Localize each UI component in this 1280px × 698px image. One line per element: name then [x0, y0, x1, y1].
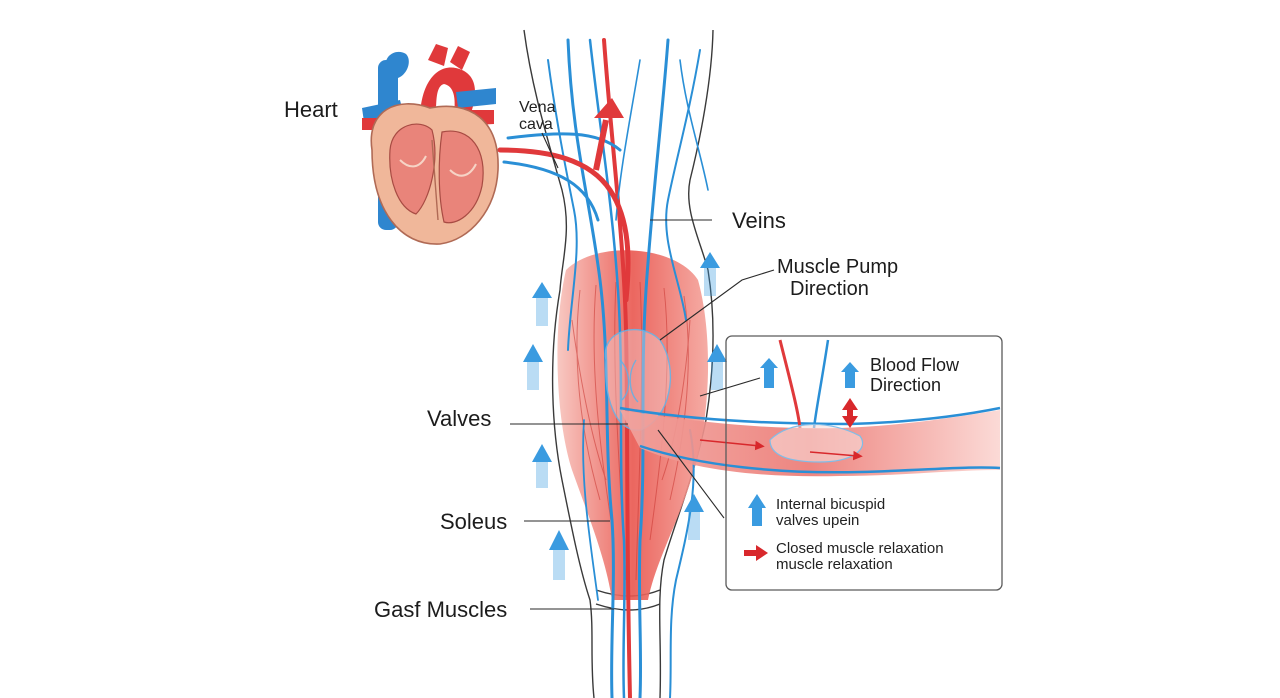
legend-item-valves-line-1: Internal bicuspid [776, 496, 886, 513]
vena-cava-label-line-1: Vena [519, 99, 556, 116]
inset-title: Blood Flow Direction [870, 355, 959, 395]
heart-illustration [362, 44, 499, 245]
legend-item-relaxation: Closed muscle relaxation muscle relaxati… [776, 541, 944, 573]
inset-panel [725, 335, 1003, 591]
vena-cava-label: Vena cava [519, 99, 555, 133]
soleus-label: Soleus [440, 509, 508, 534]
leader-lines [510, 132, 775, 610]
valve-region [604, 328, 672, 431]
veins-label: Veins [732, 208, 786, 233]
muscle-pump-label-line-1: Muscle Pump [777, 256, 899, 278]
legend-item-valves: Internal bicuspid valves upein [776, 497, 885, 529]
muscle-pump-label-line-2: Direction [790, 278, 869, 300]
calf-muscles-label: Gasf Muscles [374, 597, 508, 622]
legend-blue-arrow-icon [748, 494, 766, 526]
inset-title-line-1: Blood Flow [870, 355, 960, 375]
inset-flow-arrows [760, 358, 859, 428]
inset-title-line-2: Direction [870, 375, 942, 395]
vessels-from-heart [497, 132, 631, 303]
legend-item-valves-line-2: valves upein [776, 512, 860, 529]
legend-item-relaxation-line-1: Closed muscle relaxation [776, 540, 944, 557]
heart-label: Heart [284, 97, 338, 122]
upward-flow-arrow [593, 98, 624, 171]
vena-cava-label-line-2: cava [519, 116, 553, 133]
muscle-pump-label: Muscle Pump Direction [777, 256, 898, 300]
horizontal-vessel [619, 339, 1001, 477]
legend-red-arrow-icon [744, 545, 768, 561]
legend-item-relaxation-line-2: muscle relaxation [776, 556, 893, 573]
valves-label: Valves [427, 406, 492, 431]
blue-flow-arrows [523, 252, 727, 580]
